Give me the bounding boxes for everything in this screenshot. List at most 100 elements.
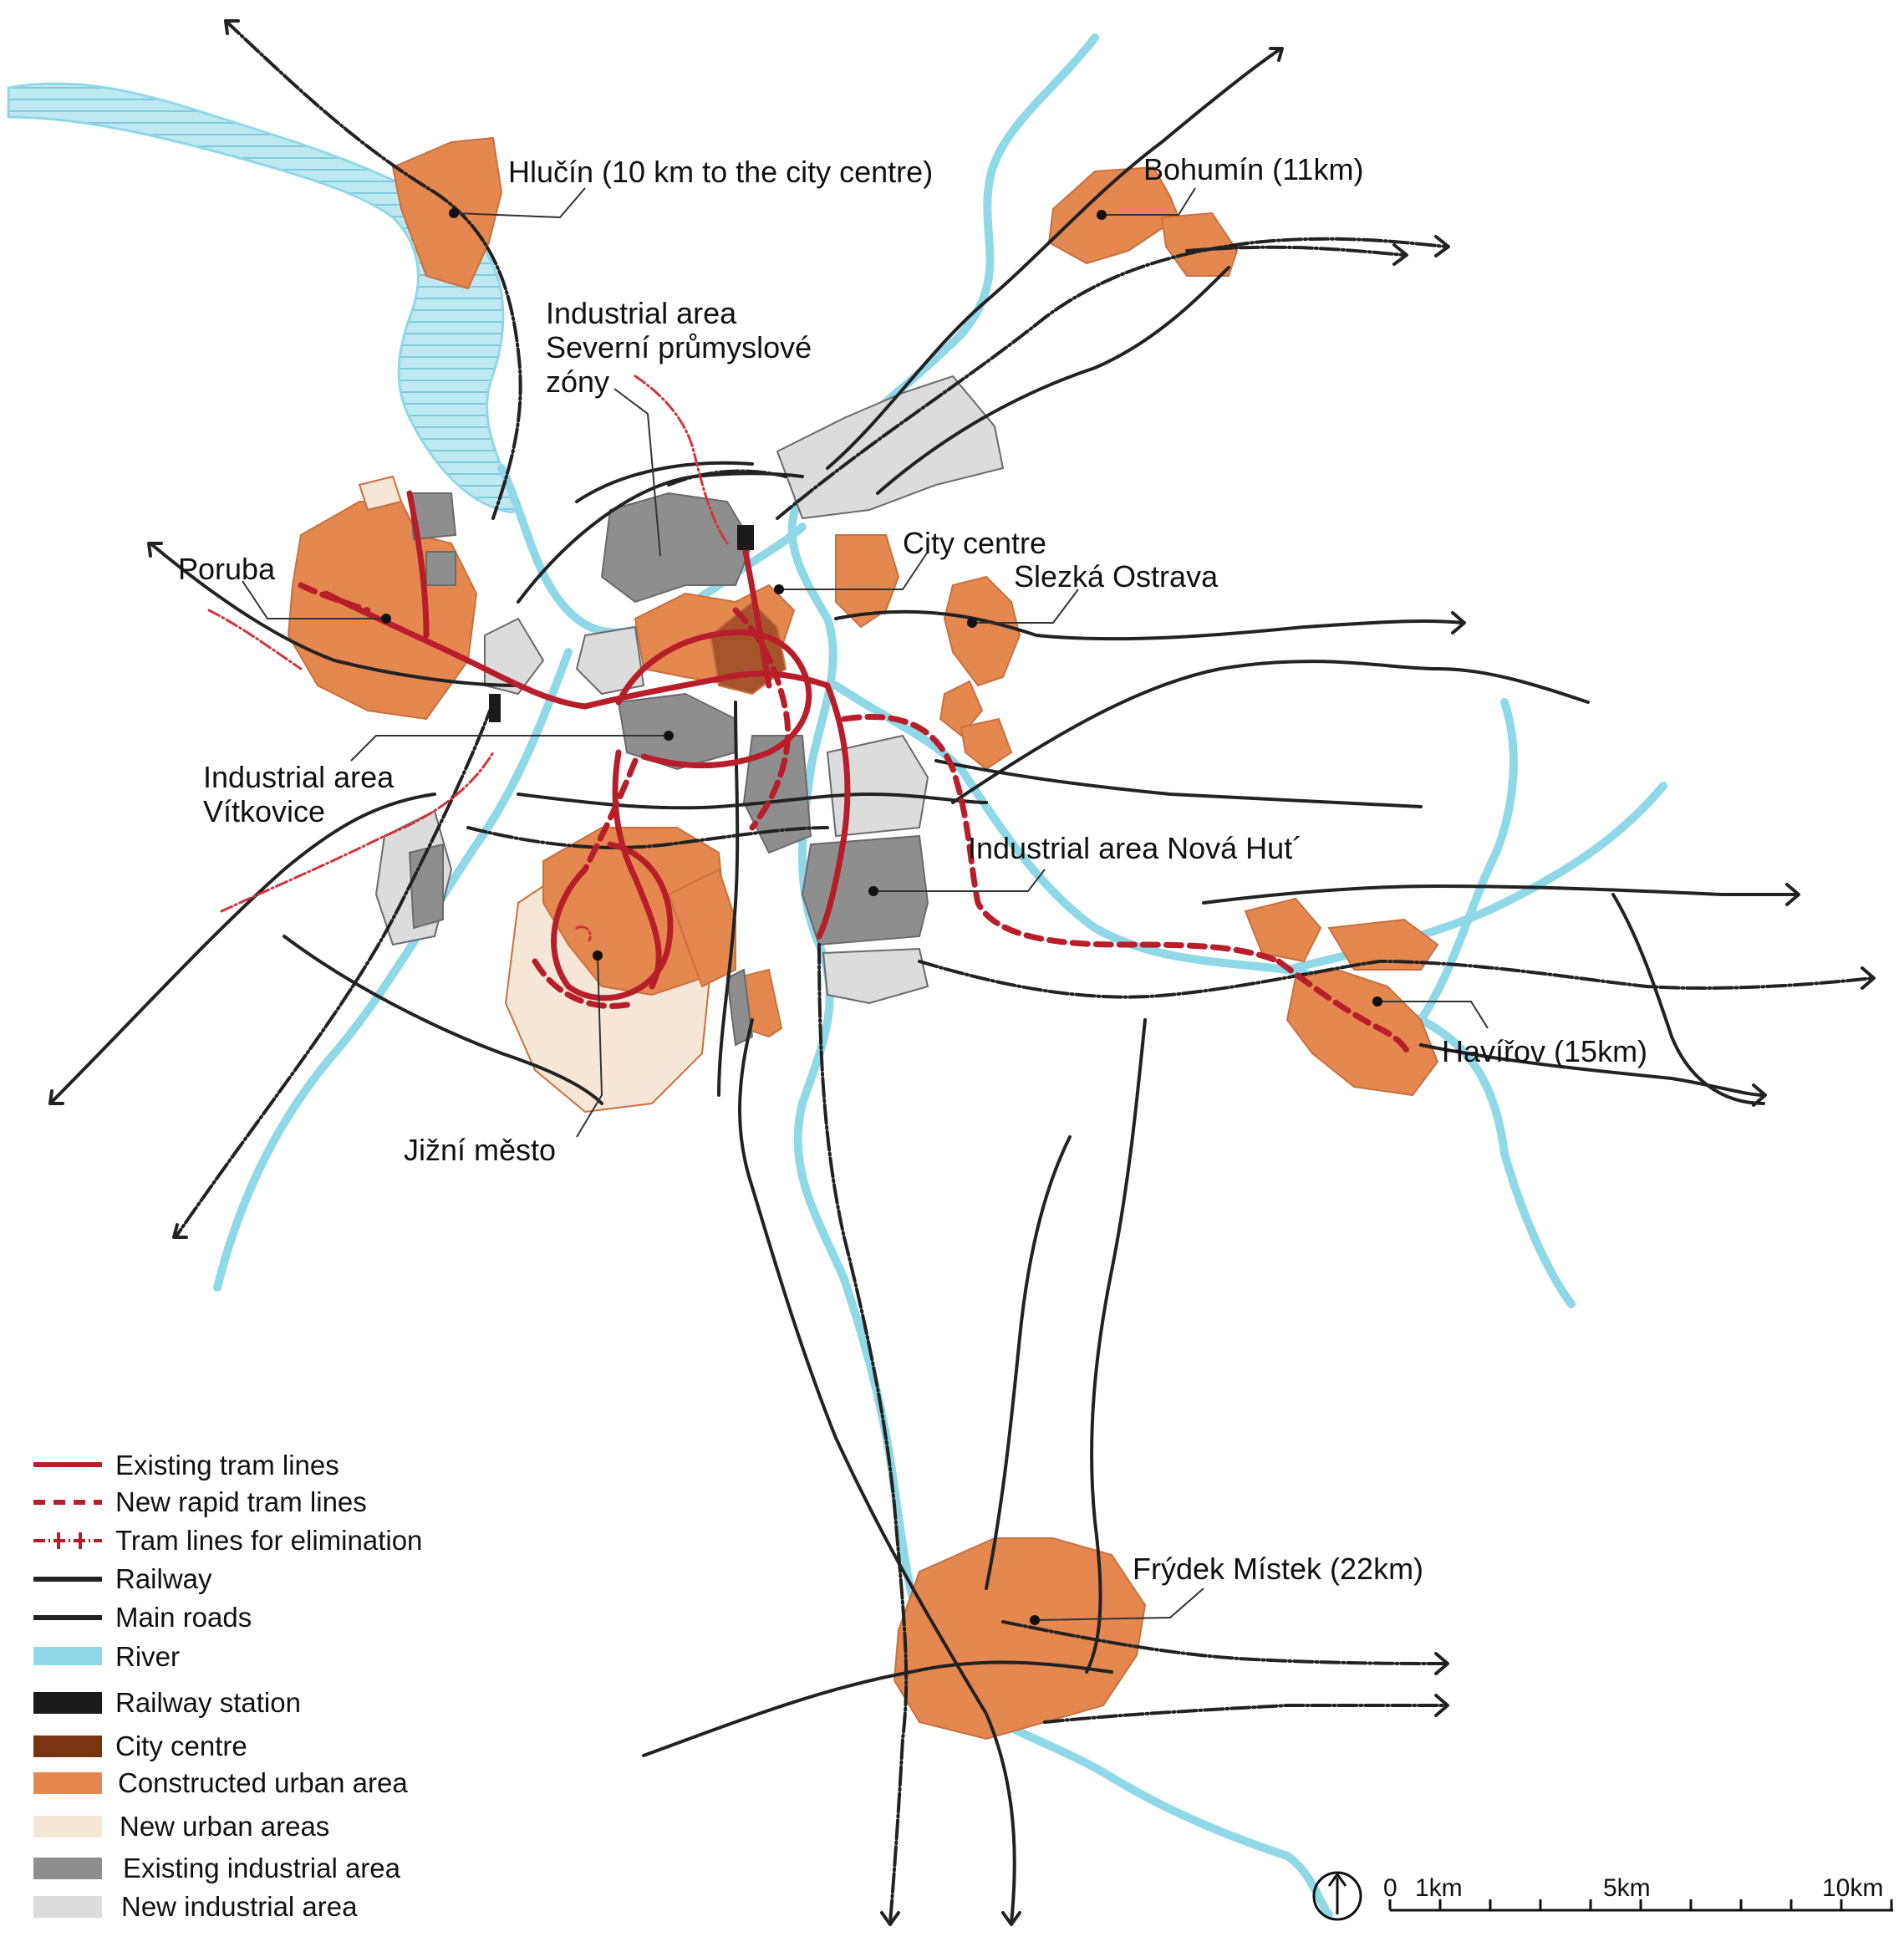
road-east-2 bbox=[951, 660, 1590, 804]
industrial-east-centre bbox=[742, 735, 812, 854]
legend-label-9: New urban areas bbox=[120, 1811, 329, 1842]
main-roads bbox=[48, 48, 1799, 1924]
area-frydek-mistek bbox=[893, 1537, 1147, 1741]
label-frydek-mistek: Frýdek Místek (22km) bbox=[1133, 1552, 1423, 1586]
label-poruba: Poruba bbox=[178, 552, 276, 586]
leader-city-centre bbox=[781, 551, 929, 590]
tram-centre-main bbox=[582, 670, 831, 710]
railway-frydek-east-2 bbox=[1043, 1703, 1448, 1724]
legend-label-8: Constructed urban area bbox=[118, 1767, 408, 1798]
road-south-2 bbox=[1085, 1018, 1147, 1674]
area-havirov bbox=[1285, 968, 1439, 1097]
river-southwest bbox=[213, 648, 573, 1292]
arrowheads bbox=[48, 19, 1876, 1926]
railway-south bbox=[817, 943, 909, 1924]
label-bohumin: Bohumín (11km) bbox=[1143, 152, 1363, 186]
legend-symbol-city-centre bbox=[33, 1735, 102, 1757]
road-frydek-west bbox=[642, 1660, 1113, 1757]
tram-elim-jizni bbox=[575, 925, 592, 942]
location-dots bbox=[381, 208, 1382, 1625]
arrow-east-1 bbox=[1451, 611, 1466, 635]
tram-elim-north bbox=[634, 375, 729, 545]
north-arrow-icon bbox=[1312, 1871, 1362, 1921]
legend-label-5: River bbox=[115, 1641, 180, 1672]
industrial-severni bbox=[600, 492, 754, 604]
tram-new-rapid bbox=[298, 582, 1412, 1057]
tram-rapid-south bbox=[582, 757, 639, 873]
industrial-north-corridor bbox=[776, 375, 1005, 520]
legend-label-3: Railway bbox=[115, 1563, 212, 1594]
railways bbox=[174, 19, 1874, 1924]
tram-rapid-jizni bbox=[532, 958, 639, 1009]
legend: Existing tram lines New rapid tram lines… bbox=[33, 1450, 422, 1922]
leader-vitkovice bbox=[350, 735, 669, 762]
legend-symbol-new-urban bbox=[33, 1816, 102, 1837]
scale-label-5km: 5km bbox=[1603, 1874, 1651, 1902]
arrow-sw-rail bbox=[172, 1223, 188, 1239]
legend-symbol-existing-industrial bbox=[33, 1858, 102, 1879]
tram-poruba-main bbox=[323, 590, 588, 710]
legend-symbol-station bbox=[33, 1692, 102, 1714]
arrow-havirov-se bbox=[1752, 1083, 1767, 1107]
label-vitkovice-1: Industrial area bbox=[203, 760, 395, 794]
arrow-bohumin-1 bbox=[1434, 235, 1450, 257]
industrial-vitkovice bbox=[617, 692, 736, 771]
area-jizni-mesto-east bbox=[667, 868, 736, 988]
tram-elimination bbox=[207, 375, 729, 942]
legend-symbol-river bbox=[33, 1647, 102, 1665]
label-city-centre: City centre bbox=[903, 526, 1046, 560]
label-hlucin: Hlučín (10 km to the city centre) bbox=[508, 155, 933, 189]
arrow-east-rail bbox=[1861, 966, 1876, 990]
dot-havirov bbox=[1372, 996, 1382, 1007]
label-severni-3: zóny bbox=[546, 364, 609, 399]
arrow-nw bbox=[224, 19, 240, 35]
leader-frydek bbox=[1036, 1588, 1204, 1621]
road-poruba-west bbox=[149, 542, 520, 687]
legend-label-6: Railway station bbox=[115, 1687, 301, 1718]
railway-east bbox=[918, 959, 1874, 999]
legend-label-2: Tram lines for elimination bbox=[115, 1525, 422, 1556]
dot-poruba bbox=[381, 614, 391, 624]
river-east bbox=[832, 681, 1576, 1308]
tram-south bbox=[612, 749, 662, 990]
label-nova-hut: Industrial area Nová Hut´ bbox=[968, 831, 1302, 865]
tram-to-nova-hut bbox=[816, 682, 851, 940]
place-labels: Hlučín (10 km to the city centre) Bohumí… bbox=[178, 152, 1647, 1586]
industrial-east-light bbox=[822, 947, 929, 1005]
dot-nova-hut bbox=[868, 886, 878, 896]
legend-symbol-new-industrial bbox=[33, 1896, 102, 1918]
legend-label-11: New industrial area bbox=[121, 1891, 358, 1922]
scale-label-0: 0 bbox=[1383, 1874, 1397, 1902]
legend-label-7: City centre bbox=[115, 1730, 247, 1761]
industrial-nova-hut bbox=[801, 834, 929, 946]
leader-jizni bbox=[576, 955, 603, 1138]
railway-frydek-east bbox=[1001, 1620, 1448, 1665]
industrial-south-strip bbox=[725, 968, 754, 1047]
tram-jizni-loop bbox=[551, 841, 674, 1002]
railway-southwest bbox=[174, 701, 495, 1239]
tram-existing bbox=[323, 490, 851, 1002]
arrow-sw bbox=[48, 1089, 64, 1105]
label-slezka-ostrava: Slezká Ostrava bbox=[1014, 559, 1219, 594]
leader-havirov bbox=[1379, 1001, 1489, 1029]
road-north-ring bbox=[517, 471, 804, 604]
scale-label-10km: 10km bbox=[1822, 1874, 1883, 1902]
scale-ticks bbox=[1388, 1899, 1893, 1910]
scale-bar: 0 1km 5km 10km bbox=[1312, 1871, 1893, 1921]
legend-label-0: Existing tram lines bbox=[115, 1450, 339, 1481]
dot-vitkovice bbox=[664, 731, 674, 741]
dot-bohumin bbox=[1097, 210, 1107, 220]
tram-elim-southwest bbox=[220, 751, 495, 913]
road-east-4 bbox=[1202, 884, 1799, 905]
arrow-ne-top bbox=[1269, 47, 1284, 62]
label-severni-1: Industrial area bbox=[546, 296, 737, 330]
label-severni-2: Severní průmyslové bbox=[546, 330, 812, 364]
legend-label-1: New rapid tram lines bbox=[115, 1486, 367, 1517]
railway-hlucin bbox=[224, 19, 522, 520]
area-slezka-2 bbox=[943, 575, 1021, 687]
road-southwest-long bbox=[48, 793, 436, 1105]
road-bohumin bbox=[876, 266, 1230, 495]
area-bohumin-2 bbox=[1160, 212, 1239, 277]
arrow-frydek-east-1 bbox=[1434, 1652, 1449, 1675]
